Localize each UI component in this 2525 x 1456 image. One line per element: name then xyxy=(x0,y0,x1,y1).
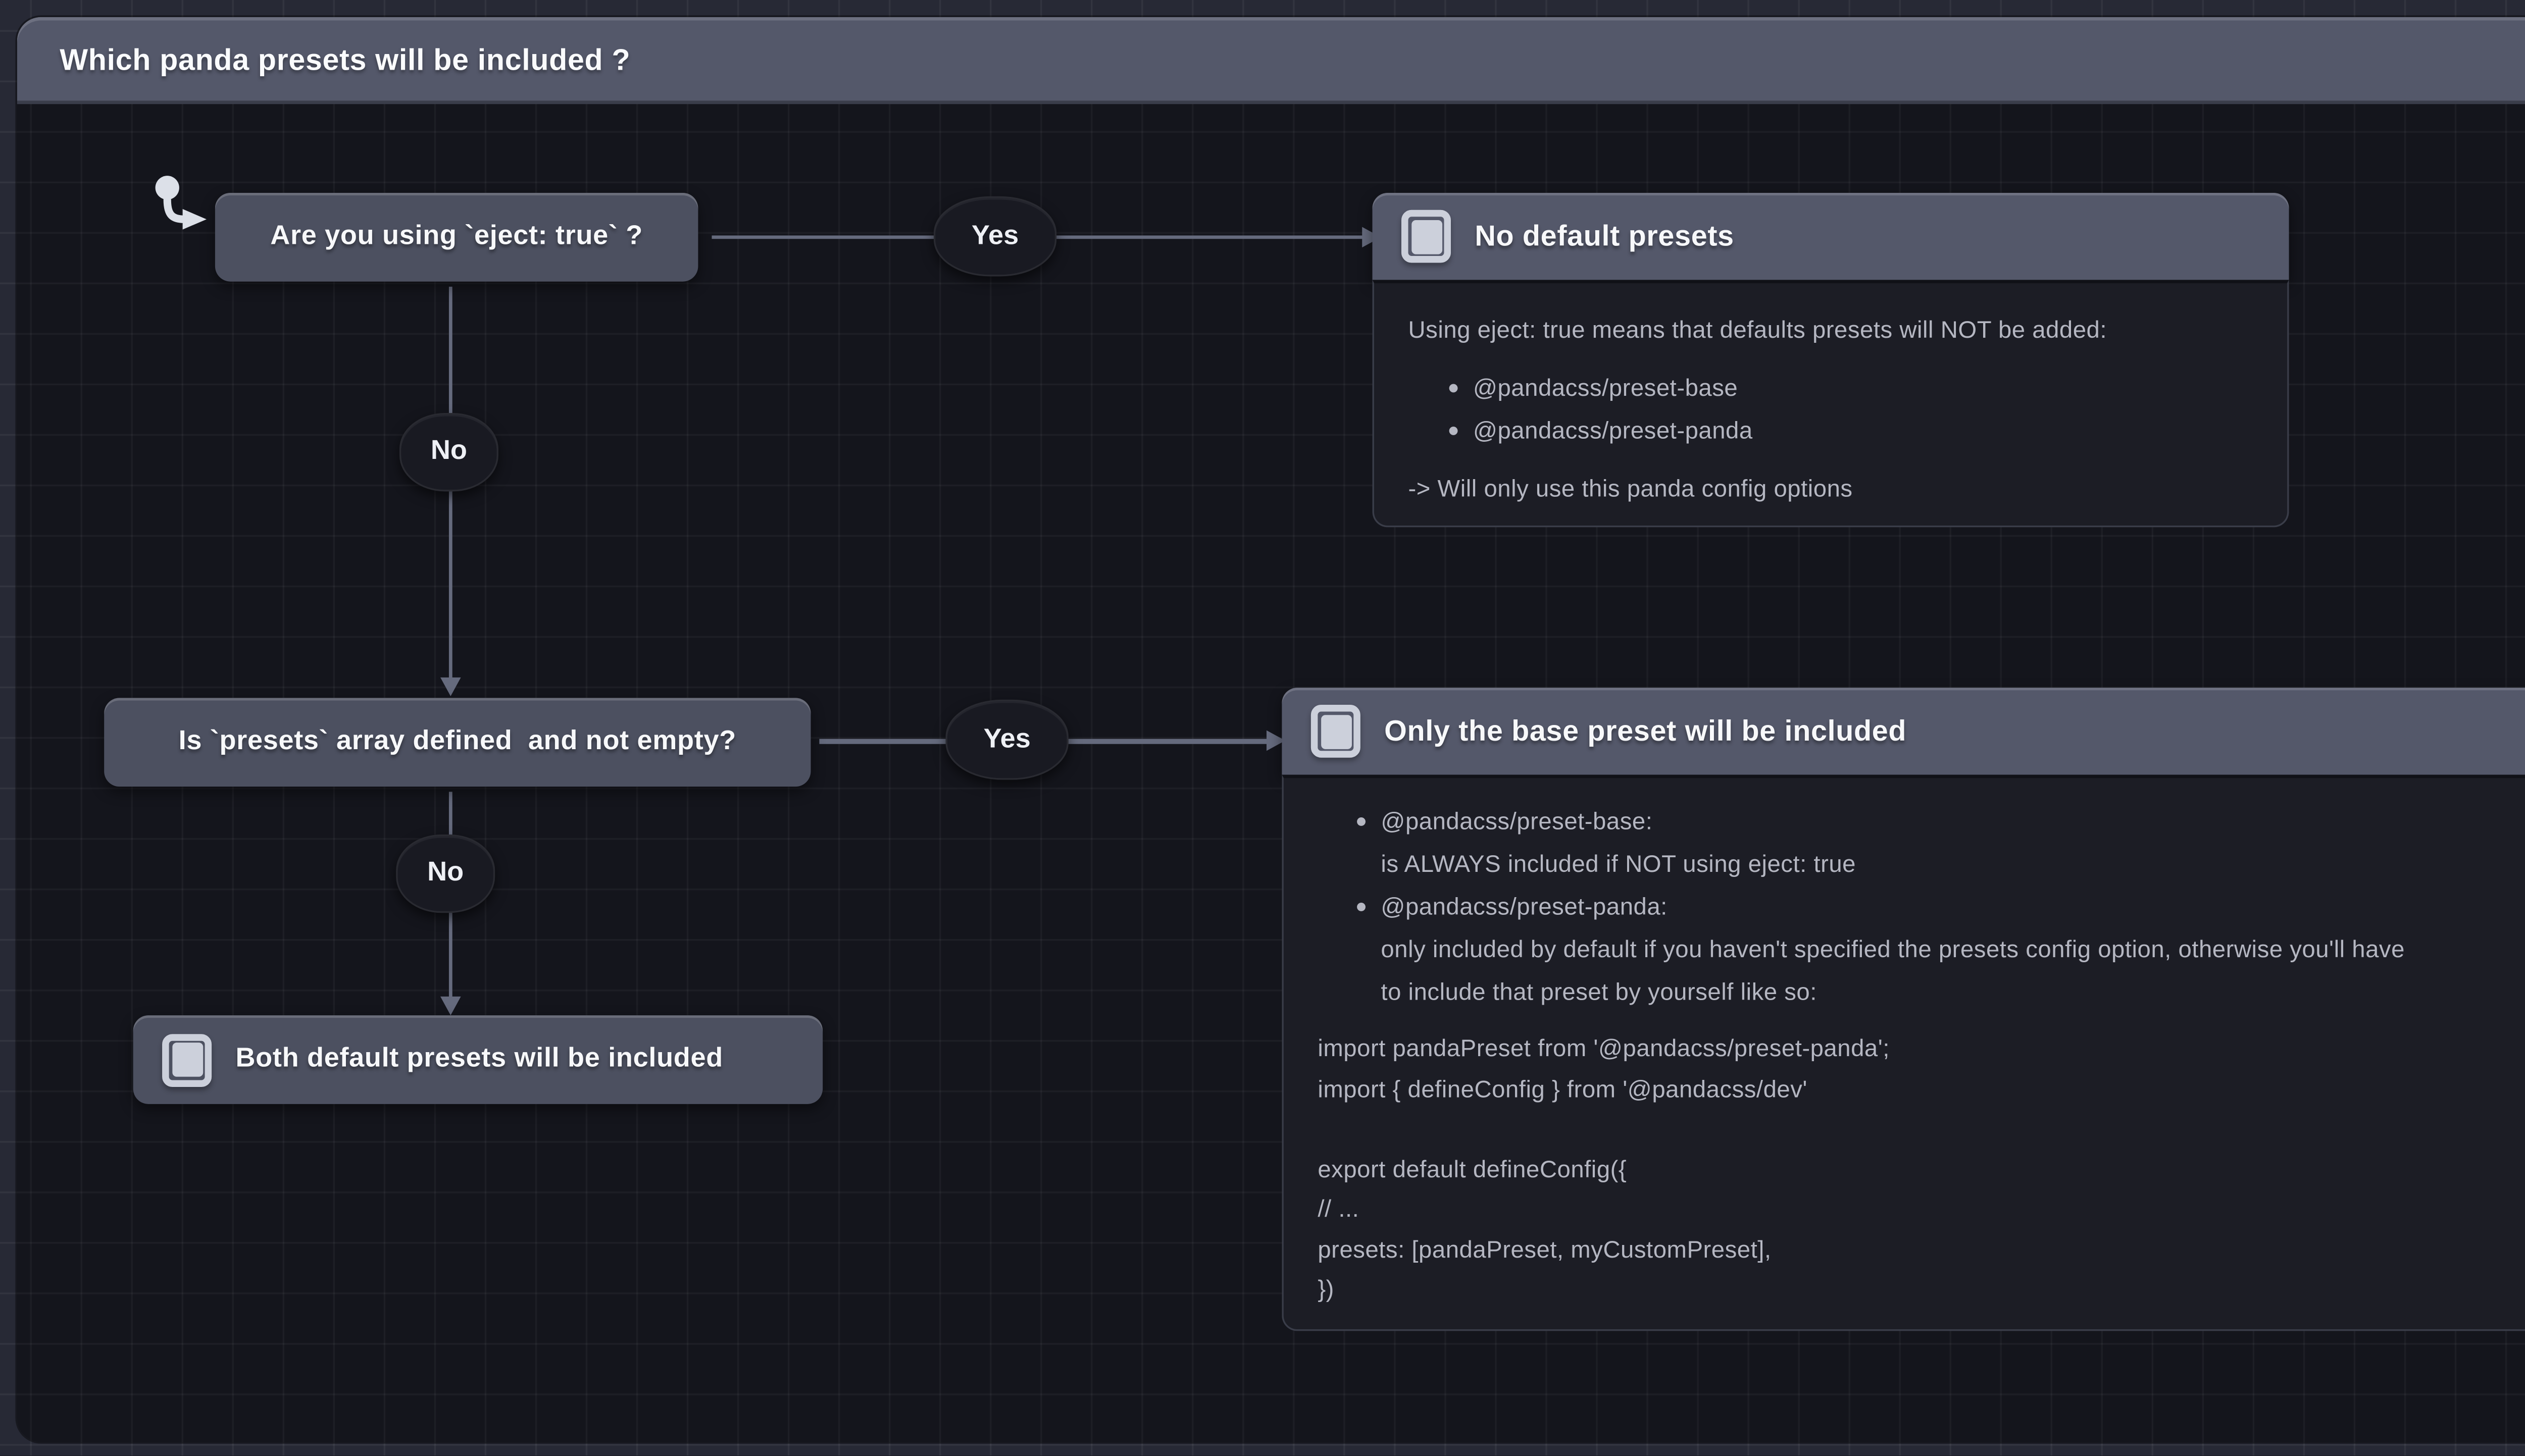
node-label: Both default presets will be included xyxy=(235,1044,724,1074)
pill-text: No xyxy=(430,437,467,466)
infobox-intro: Using eject: true means that defaults pr… xyxy=(1408,316,2107,343)
code-line xyxy=(1318,1109,2525,1149)
pill-text: Yes xyxy=(983,724,1031,754)
preset-list: @pandacss/preset-base @pandacss/preset-p… xyxy=(1408,367,2253,452)
frame-icon xyxy=(1401,210,1451,263)
code-line: }) xyxy=(1318,1274,1334,1302)
code-line: presets: [pandaPreset, myCustomPreset], xyxy=(1318,1234,1772,1262)
list-item: @pandacss/preset-base xyxy=(1449,367,2253,410)
node-result-both-presets[interactable]: Both default presets will be included xyxy=(133,1015,823,1104)
list-item: @pandacss/preset-panda: only included by… xyxy=(1357,886,2525,1014)
list-item-head: @pandacss/preset-panda: xyxy=(1381,892,1668,920)
pill-text: Yes xyxy=(971,221,1019,250)
infobox-only-base-preset[interactable]: Only the base preset will be included @p… xyxy=(1282,688,2525,1331)
code-block: import pandaPreset from '@pandacss/prese… xyxy=(1318,1029,2525,1310)
frame-icon xyxy=(162,1033,212,1086)
infobox-body: @pandacss/preset-base: is ALWAYS include… xyxy=(1282,774,2525,1331)
code-line: import pandaPreset from '@pandacss/prese… xyxy=(1318,1034,1890,1062)
node-question-eject[interactable]: Are you using `eject: true` ? xyxy=(215,192,698,282)
node-question-presets-array[interactable]: Is `presets` array defined and not empty… xyxy=(104,698,811,787)
node-label: Is `presets` array defined and not empty… xyxy=(178,726,736,756)
infobox-header[interactable]: No default presets xyxy=(1372,192,2289,280)
pill-text: No xyxy=(427,858,464,888)
edge-label-yes-1[interactable]: Yes xyxy=(933,196,1057,277)
edge-label-no-1[interactable]: No xyxy=(399,412,498,492)
list-item-line: only included by default if you haven't … xyxy=(1381,935,2405,963)
infobox-header[interactable]: Only the base preset will be included xyxy=(1282,688,2525,775)
diagram-canvas[interactable]: Which panda presets will be included ? A… xyxy=(17,17,2525,1442)
list-item-line: to include that preset by yourself like … xyxy=(1381,977,1817,1005)
code-line: export default defineConfig({ xyxy=(1318,1154,1627,1182)
list-item-line: is ALWAYS included if NOT using eject: t… xyxy=(1381,850,1856,877)
frame-icon xyxy=(1310,704,1360,758)
infobox-title: Only the base preset will be included xyxy=(1384,714,1907,747)
node-label: Are you using `eject: true` ? xyxy=(270,222,643,251)
infobox-title: No default presets xyxy=(1475,219,1734,252)
preset-detail-list: @pandacss/preset-base: is ALWAYS include… xyxy=(1318,800,2525,1014)
diagram-title: Which panda presets will be included ? xyxy=(60,42,631,77)
code-line: // ... xyxy=(1318,1194,1359,1222)
cursor-arrow-icon xyxy=(155,176,207,230)
diagram-title-bar: Which panda presets will be included ? xyxy=(17,17,2525,105)
list-item: @pandacss/preset-base: is ALWAYS include… xyxy=(1357,800,2525,886)
edge-label-yes-2[interactable]: Yes xyxy=(945,699,1069,780)
infobox-body: Using eject: true means that defaults pr… xyxy=(1372,280,2289,528)
edge-label-no-2[interactable]: No xyxy=(396,834,495,913)
code-line: import { defineConfig } from '@pandacss/… xyxy=(1318,1074,1807,1102)
list-item-head: @pandacss/preset-base: xyxy=(1381,807,1653,835)
list-item: @pandacss/preset-panda xyxy=(1449,409,2253,452)
infobox-outro: -> Will only use this panda config optio… xyxy=(1408,474,1853,502)
infobox-no-default-presets[interactable]: No default presets Using eject: true mea… xyxy=(1372,192,2289,528)
